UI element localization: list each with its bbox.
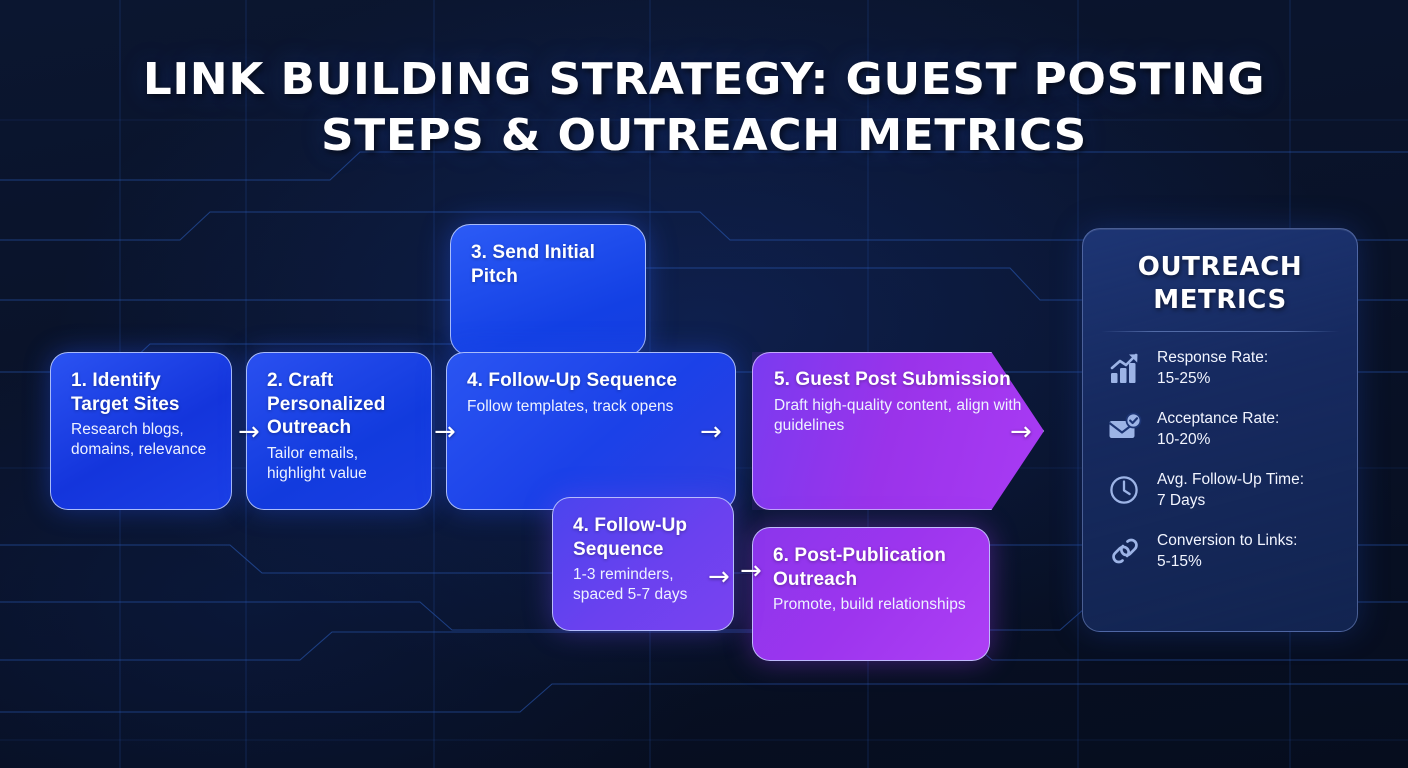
metric-row-conversion-to-links: Conversion to Links: 5-15% — [1101, 531, 1339, 572]
chain-link-icon — [1107, 533, 1143, 569]
step-2-description: Tailor emails, highlight value — [267, 444, 367, 482]
metric-row-acceptance-rate: Acceptance Rate: 10-20% — [1101, 409, 1339, 450]
metric-value-conversion-to-links: 5-15% — [1157, 552, 1202, 570]
metric-text-conversion-to-links: Conversion to Links: 5-15% — [1157, 531, 1297, 572]
arrow-right-icon-step4b-out: → — [708, 562, 730, 592]
step-4b-title: 4. Follow-Up Sequence — [573, 515, 688, 560]
step-1-title: 1. Identify Target Sites — [71, 370, 180, 415]
step-card-1-identify-target-sites[interactable]: 1. Identify Target Sites Research blogs,… — [50, 352, 232, 510]
step-3-title: 3. Send Initial Pitch — [471, 242, 595, 287]
step-card-6-post-publication-outreach[interactable]: 6. Post-Publication Outreach Promote, bu… — [752, 527, 990, 661]
metric-text-acceptance-rate: Acceptance Rate: 10-20% — [1157, 409, 1279, 450]
metrics-panel-heading: OUTREACH METRICS — [1101, 251, 1339, 331]
arrow-right-icon-step4-to-step5: → — [700, 417, 722, 447]
step-card-4-follow-up-sequence-lower[interactable]: 4. Follow-Up Sequence 1-3 reminders, spa… — [552, 497, 734, 631]
metric-row-avg-follow-up-time: Avg. Follow-Up Time: 7 Days — [1101, 470, 1339, 511]
metric-value-acceptance-rate: 10-20% — [1157, 430, 1211, 448]
step-5-chevron-shape — [752, 352, 1044, 510]
step-1-description: Research blogs, domains, relevance — [71, 421, 207, 458]
metric-label-avg-follow-up-time: Avg. Follow-Up Time: — [1157, 471, 1305, 488]
step-card-3-send-initial-pitch[interactable]: 3. Send Initial Pitch — [450, 224, 646, 356]
title-line-2: STEPS & OUTREACH METRICS — [321, 110, 1087, 161]
step-2-title: 2. Craft Personalized Outreach — [267, 370, 386, 438]
clock-icon — [1107, 472, 1143, 508]
step-card-4-follow-up-sequence-upper[interactable]: 4. Follow-Up Sequence Follow templates, … — [446, 352, 736, 510]
step-5-description: Draft high-quality content, align with g… — [774, 396, 1022, 434]
metric-text-response-rate: Response Rate: 15-25% — [1157, 348, 1268, 389]
metric-label-response-rate: Response Rate: — [1157, 349, 1269, 366]
metrics-heading-line-1: OUTREACH — [1137, 252, 1303, 282]
step-4a-title: 4. Follow-Up Sequence — [467, 370, 678, 391]
outreach-metrics-panel: OUTREACH METRICS Response Rate: 15-25% — [1082, 228, 1358, 632]
step-card-2-craft-personalized-outreach[interactable]: 2. Craft Personalized Outreach Tailor em… — [246, 352, 432, 510]
metric-value-response-rate: 15-25% — [1157, 369, 1211, 387]
metric-label-acceptance-rate: Acceptance Rate: — [1157, 410, 1280, 427]
arrow-right-icon-step2-to-step4: → — [434, 417, 456, 447]
metrics-heading-line-2: METRICS — [1153, 285, 1287, 315]
metric-label-conversion-to-links: Conversion to Links: — [1157, 532, 1298, 549]
step-6-description: Promote, build relationships — [773, 596, 966, 613]
metric-text-avg-follow-up-time: Avg. Follow-Up Time: 7 Days — [1157, 470, 1304, 511]
title-line-1: LINK BUILDING STRATEGY: GUEST POSTING — [142, 54, 1266, 105]
step-5-title: 5. Guest Post Submission — [774, 369, 1011, 390]
bar-chart-growth-icon — [1107, 350, 1143, 386]
envelope-check-icon — [1107, 411, 1143, 447]
arrow-right-icon-step4b-to-step6: → — [740, 556, 762, 586]
step-4b-description: 1-3 reminders, spaced 5-7 days — [573, 566, 688, 603]
metric-value-avg-follow-up-time: 7 Days — [1157, 491, 1206, 509]
metrics-divider — [1101, 331, 1339, 332]
arrow-right-icon-step5-to-metrics: → — [1010, 417, 1032, 447]
metric-row-response-rate: Response Rate: 15-25% — [1101, 348, 1339, 389]
step-6-title: 6. Post-Publication Outreach — [773, 545, 946, 590]
step-card-5-guest-post-submission[interactable]: 5. Guest Post Submission Draft high-qual… — [752, 352, 1044, 510]
arrow-right-icon-step1-to-step2: → — [238, 417, 260, 447]
step-4a-description: Follow templates, track opens — [467, 397, 674, 415]
page-title: LINK BUILDING STRATEGY: GUEST POSTING ST… — [0, 52, 1408, 164]
